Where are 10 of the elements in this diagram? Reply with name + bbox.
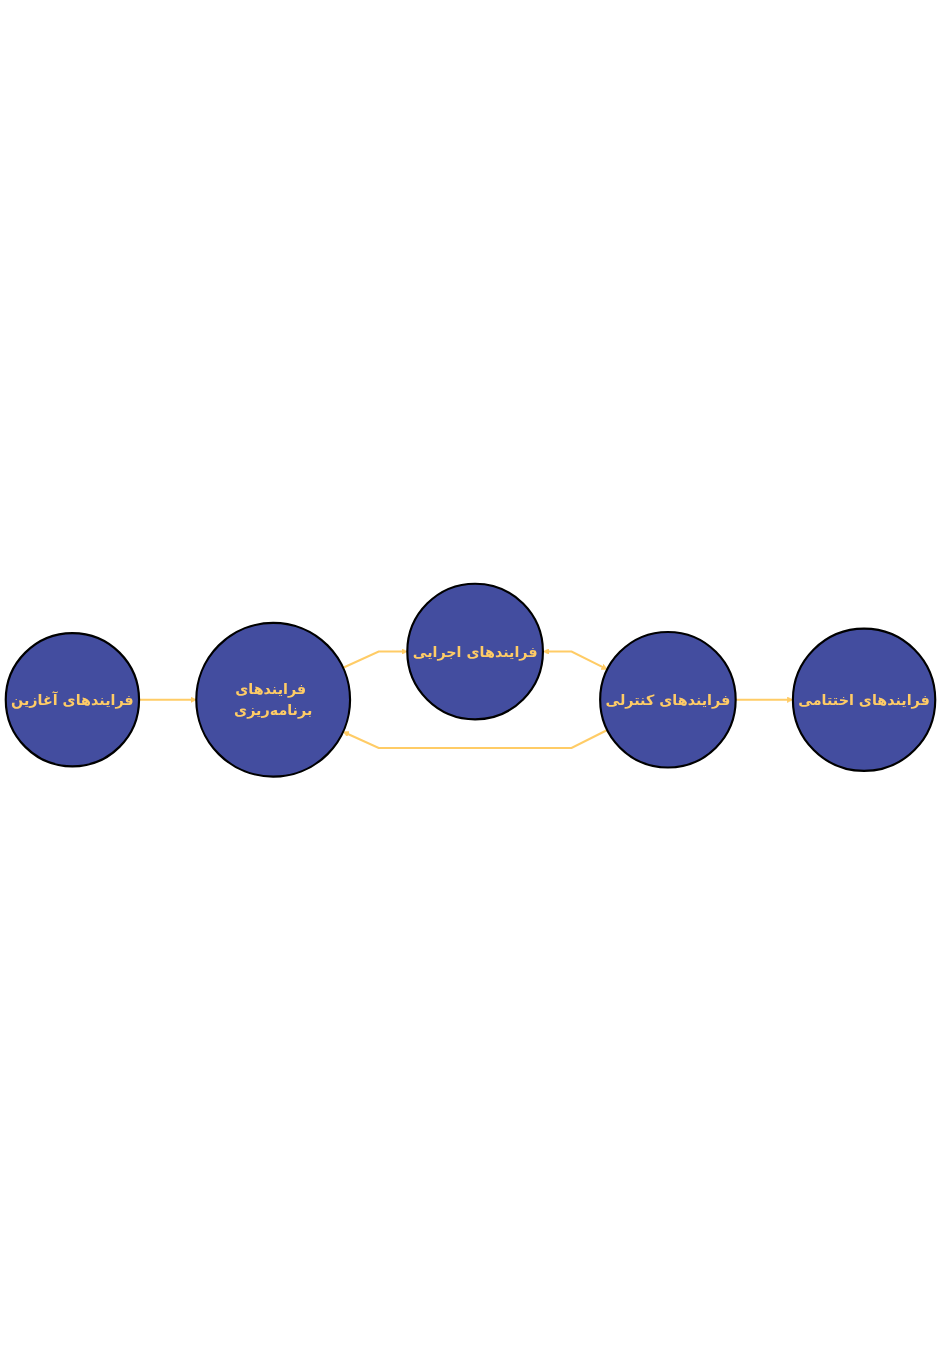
arrow bbox=[342, 648, 408, 670]
node-circle: فرایندهای آغازین bbox=[4, 632, 141, 768]
node-circle: فرایندهای کنترلی bbox=[599, 631, 737, 769]
node-circle: فرایندهای اجرایی bbox=[406, 582, 544, 721]
node-circle: فرایندهای اختتامی bbox=[791, 627, 937, 773]
arrow bbox=[542, 648, 608, 671]
arrow bbox=[139, 696, 197, 704]
arrow bbox=[342, 729, 608, 750]
arrow bbox=[735, 696, 794, 704]
node-circle: فرایندهای برنامه‌ریزی bbox=[195, 622, 352, 779]
